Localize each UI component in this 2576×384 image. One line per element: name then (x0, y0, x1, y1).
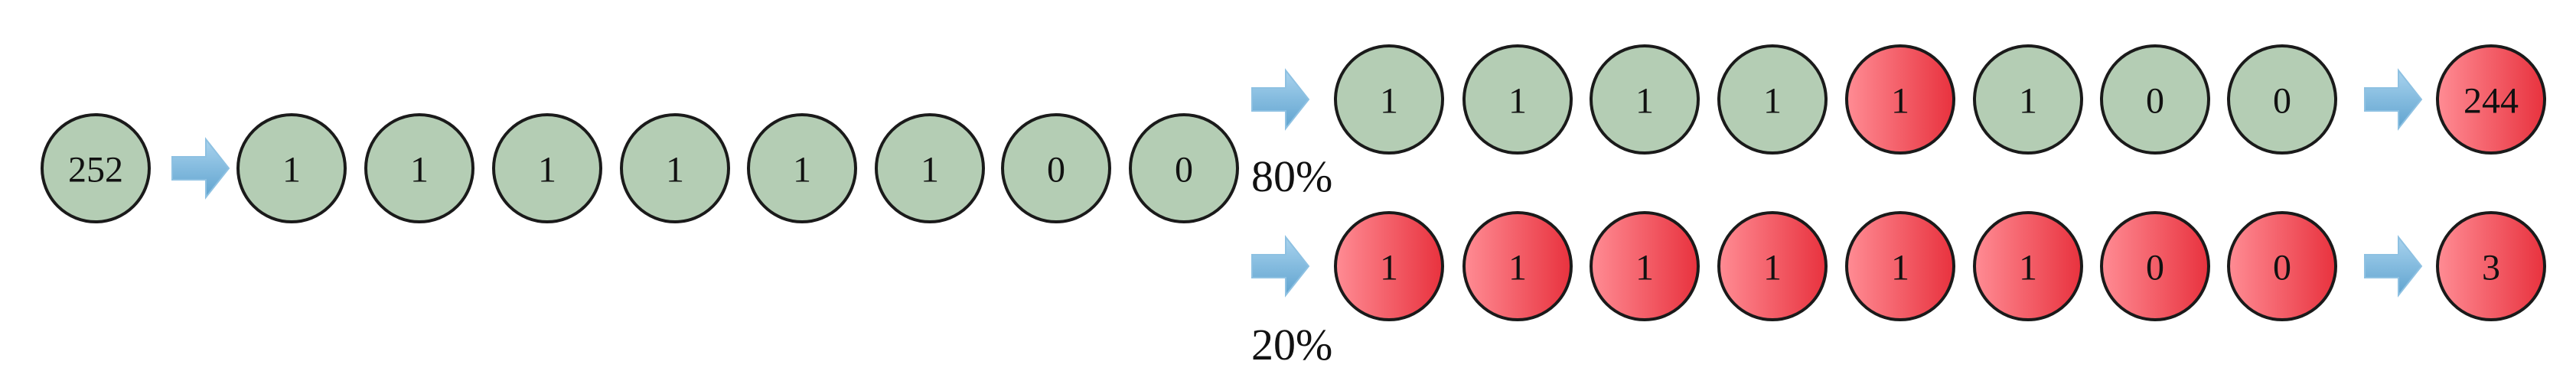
branch-2-bit-node: 0 (2227, 211, 2337, 321)
input-bit-node-label: 1 (793, 150, 811, 190)
branch-1-bit-node-label: 1 (1763, 81, 1782, 122)
input-bit-node-label: 1 (282, 150, 301, 190)
branch-2-bit-node-label: 0 (2146, 248, 2164, 288)
input-bit-node-label: 1 (666, 150, 684, 190)
input-arrow-icon (171, 137, 230, 200)
branch-1-bit-node-label: 1 (1635, 81, 1654, 122)
branch-2-bit-node: 0 (2100, 211, 2210, 321)
input-bit-node: 1 (364, 113, 474, 223)
input-bit-node-label: 1 (921, 150, 939, 190)
branch-2-output-arrow-icon (2364, 235, 2423, 298)
branch-2-bit-node: 1 (1590, 211, 1700, 321)
branch-1-bit-node-label: 0 (2146, 81, 2164, 122)
branch-2-bit-node: 1 (1973, 211, 2083, 321)
input-bit-node: 1 (236, 113, 347, 223)
branch-2-bit-node-label: 1 (1763, 248, 1782, 288)
input-bit-node: 0 (1001, 113, 1111, 223)
input-bit-node-label: 0 (1175, 150, 1193, 190)
branch-2-bit-node-label: 1 (2019, 248, 2037, 288)
input-bit-node: 1 (875, 113, 985, 223)
input-bit-node: 1 (747, 113, 857, 223)
branch-2-bit-node: 1 (1717, 211, 1828, 321)
branch-1-bit-node: 1 (1590, 44, 1700, 155)
input-bit-node-label: 1 (538, 150, 556, 190)
branch-1-bit-node: 1 (1717, 44, 1828, 155)
branch-1-output-node-label: 244 (2464, 81, 2519, 122)
branch-2-bit-node-label: 1 (1508, 248, 1527, 288)
branch-2-output-node: 3 (2436, 211, 2546, 321)
branch-2-bit-node: 1 (1334, 211, 1444, 321)
branch-2-output-node-label: 3 (2482, 248, 2500, 288)
input-bit-node: 0 (1129, 113, 1239, 223)
input-bit-node: 1 (620, 113, 730, 223)
branch-1-arrow-icon (1251, 68, 1310, 131)
branch-1-bit-node-label: 1 (1380, 81, 1398, 122)
input-bit-node-label: 0 (1047, 150, 1065, 190)
branch-2-bit-node-label: 1 (1380, 248, 1398, 288)
branch-1-bit-node: 0 (2100, 44, 2210, 155)
branch-2-bit-node-label: 1 (1891, 248, 1909, 288)
branch-1-bit-node: 1 (1845, 44, 1955, 155)
branch-1-bit-node: 0 (2227, 44, 2337, 155)
branch-2-bit-node: 1 (1462, 211, 1573, 321)
branch-1-output-node: 244 (2436, 44, 2546, 155)
branch-1-bit-node: 1 (1973, 44, 2083, 155)
branch-1-bit-node: 1 (1334, 44, 1444, 155)
input-bit-node: 1 (492, 113, 602, 223)
branch-2-probability: 20% (1251, 320, 1332, 369)
branch-1-bit-node-label: 1 (1891, 81, 1909, 122)
branch-1-bit-node-label: 1 (2019, 81, 2037, 122)
branch-2-bit-node-label: 0 (2273, 248, 2291, 288)
input-bit-node-label: 1 (410, 150, 429, 190)
branch-2-bit-node: 1 (1845, 211, 1955, 321)
branch-1-bit-node-label: 0 (2273, 81, 2291, 122)
branch-1-output-arrow-icon (2364, 68, 2423, 131)
branch-1-bit-node: 1 (1462, 44, 1573, 155)
branch-1-bit-node-label: 1 (1508, 81, 1527, 122)
input-value-node-label: 252 (68, 150, 123, 190)
branch-1-probability: 80% (1251, 151, 1332, 201)
branch-2-arrow-icon (1251, 235, 1310, 298)
branch-2-bit-node-label: 1 (1635, 248, 1654, 288)
input-value-node: 252 (41, 113, 151, 223)
